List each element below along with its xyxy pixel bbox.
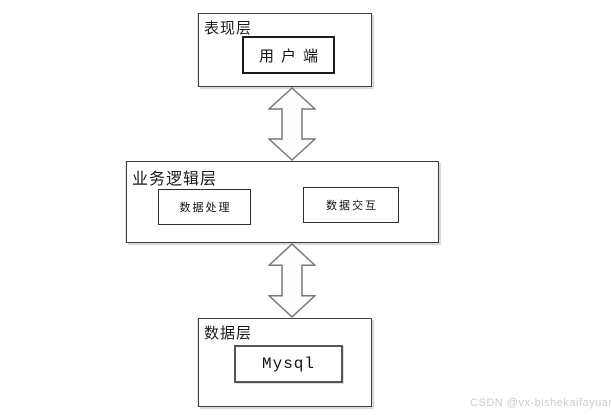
bidirectional-arrow-icon (268, 87, 316, 161)
node-client: 用户端 (242, 36, 335, 74)
layer-presentation: 表现层 (198, 13, 372, 87)
node-mysql-label: Mysql (261, 355, 315, 373)
node-data-processing: 数据处理 (158, 189, 251, 225)
node-data-interaction-label: 数据交互 (326, 200, 378, 212)
node-mysql: Mysql (234, 345, 343, 383)
csdn-watermark: CSDN @vx-bishekaifayuan (470, 397, 611, 409)
layer-data-title: 数据层 (204, 326, 253, 342)
layer-presentation-title: 表现层 (204, 21, 253, 37)
node-data-processing-label: 数据处理 (179, 202, 232, 214)
node-client-label: 用户端 (258, 48, 325, 65)
node-data-interaction: 数据交互 (303, 187, 399, 223)
bidirectional-arrow-icon (268, 243, 316, 318)
layer-business-logic-title: 业务逻辑层 (132, 171, 218, 188)
